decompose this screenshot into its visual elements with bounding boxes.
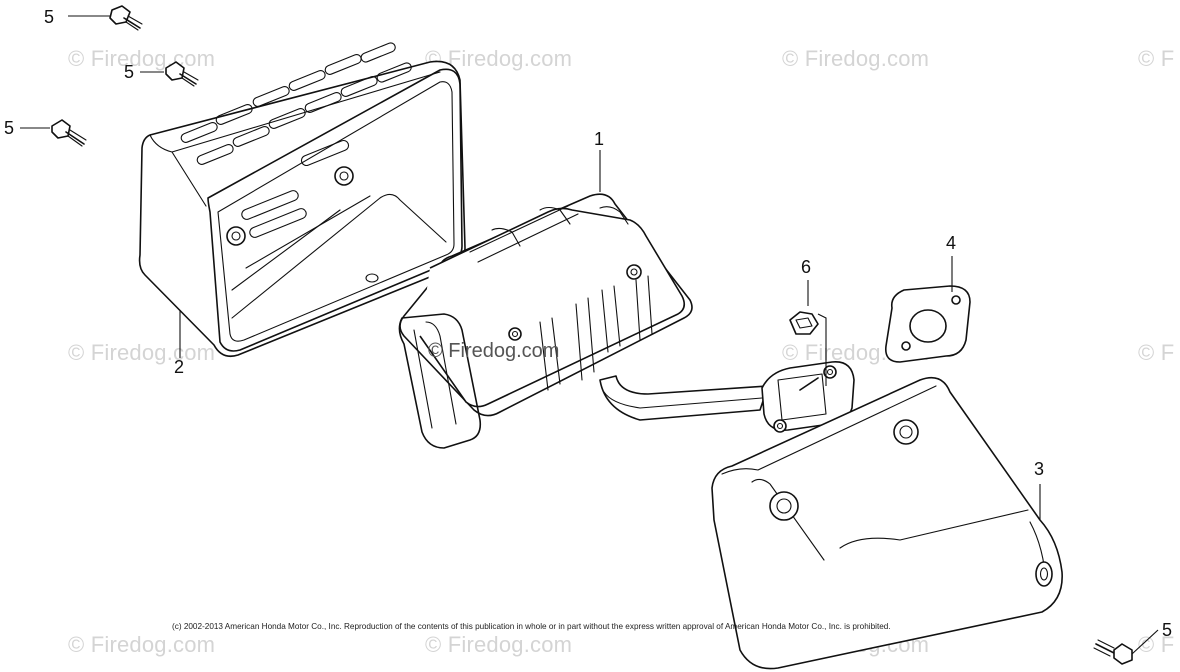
watermark: © Firedog.com [68, 340, 216, 365]
callout-part-3: 3 [1034, 459, 1045, 479]
watermark: © Firedog.com [68, 46, 216, 71]
bolt-icon [51, 119, 87, 147]
flange-nut-icon [789, 311, 819, 335]
callout-part-5: 5 [4, 118, 15, 138]
center-watermark: © Firedog.com [428, 340, 560, 362]
callout-part-2: 2 [174, 357, 185, 377]
bolt-icon [165, 61, 199, 87]
callout-part-5: 5 [1162, 620, 1173, 640]
muffler-icon [398, 193, 855, 449]
bolt-icon [109, 5, 143, 31]
watermark: © F [1138, 46, 1175, 71]
bolt-icon [1093, 639, 1133, 665]
watermark: © Firedog.com [68, 632, 216, 657]
callout-part-1: 1 [594, 129, 605, 149]
watermark: © Firedog.com [425, 632, 573, 657]
watermark: © Firedog.com [782, 46, 930, 71]
callout-part-4: 4 [946, 233, 957, 253]
gasket-icon [884, 285, 971, 363]
watermark: © F [1138, 632, 1175, 657]
callout-part-6: 6 [801, 257, 812, 277]
watermark: © F [1138, 340, 1175, 365]
callout-part-5: 5 [124, 62, 135, 82]
exhaust-cover-icon [711, 376, 1063, 670]
muffler-protector-icon [138, 42, 466, 358]
callout-part-5: 5 [44, 7, 55, 27]
copyright-notice: (c) 2002-2013 American Honda Motor Co., … [172, 622, 891, 631]
